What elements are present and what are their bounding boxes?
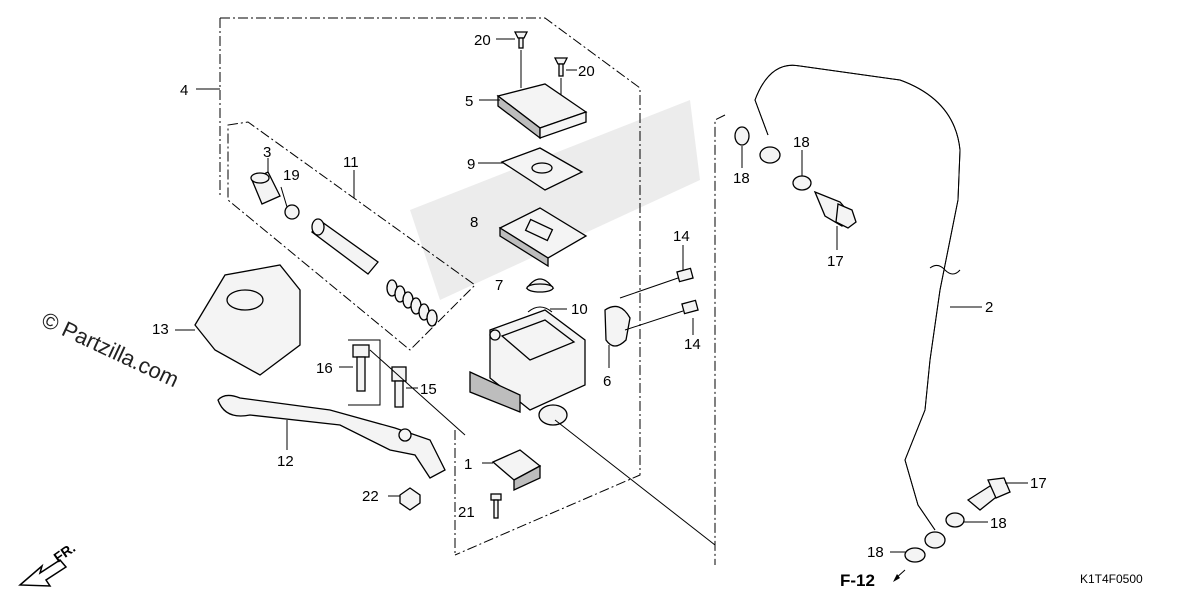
callout-18-c: 18 [990, 515, 1007, 532]
diaphragm [498, 207, 588, 268]
reference-label: F-12 [840, 571, 875, 590]
callout-3: 3 [263, 144, 271, 161]
callout-2: 2 [985, 299, 993, 316]
callout-16: 16 [316, 360, 333, 377]
screw-20-top [513, 31, 529, 49]
stop-switch [491, 449, 542, 492]
pivot-bolt [352, 344, 370, 392]
piston-kit-outline [227, 121, 476, 351]
callout-21: 21 [458, 504, 475, 521]
texture-pattern [410, 100, 700, 300]
pivot-screw [391, 366, 407, 408]
brake-hose [754, 64, 961, 549]
callout-8: 8 [470, 214, 478, 231]
screw-20-right [553, 57, 569, 77]
callout-12: 12 [277, 453, 294, 470]
leader-lines [175, 38, 1028, 553]
callout-18-b: 18 [793, 134, 810, 151]
sealing-washer-1 [734, 126, 750, 146]
retaining-clip [527, 306, 553, 313]
lever-nut [399, 487, 421, 511]
callout-17-a: 17 [827, 253, 844, 270]
diaphragm-plate [500, 147, 584, 191]
master-cylinder [469, 309, 586, 426]
oil-bolt-lower [966, 477, 1011, 511]
callout-1: 1 [464, 456, 472, 473]
piston-spring [386, 279, 438, 327]
reservoir-cap [496, 83, 588, 140]
callout-19: 19 [283, 167, 300, 184]
reference-arrow [893, 569, 906, 582]
front-direction-arrow: FR. [18, 539, 79, 587]
callout-20-b: 20 [578, 63, 595, 80]
holder-bolt-lower [624, 299, 699, 331]
callout-18-a: 18 [733, 170, 750, 187]
direction-label: FR. [51, 539, 79, 565]
assembly-outline [220, 17, 641, 556]
reservoir-float [525, 278, 555, 293]
lever-cover [194, 264, 301, 376]
sealing-washer-4 [904, 547, 926, 563]
callout-15: 15 [420, 381, 437, 398]
watermark: © Partzilla.com [38, 307, 183, 392]
piston [311, 218, 379, 275]
bolt-bracket [348, 339, 381, 406]
holder-bolt-upper [619, 267, 694, 299]
piston-boot [250, 171, 281, 205]
sealing-washer-2 [792, 175, 812, 191]
diagram-code: K1T4F0500 [1080, 572, 1143, 586]
callout-14-a: 14 [673, 228, 690, 245]
callout-7: 7 [495, 277, 503, 294]
sealing-washer-3 [945, 512, 965, 528]
hose-group-outline [714, 114, 726, 565]
callout-20-a: 20 [474, 32, 491, 49]
callout-17-b: 17 [1030, 475, 1047, 492]
callout-4: 4 [180, 82, 188, 99]
callout-14-b: 14 [684, 336, 701, 353]
circlip [284, 204, 300, 220]
callout-11: 11 [343, 154, 359, 171]
callout-6: 6 [603, 373, 611, 390]
switch-screw [490, 493, 502, 519]
callout-5: 5 [465, 93, 473, 110]
oil-bolt-upper [813, 190, 857, 229]
clamp-holder [604, 305, 631, 347]
callout-13: 13 [152, 321, 169, 338]
callout-22: 22 [362, 488, 379, 505]
callout-10: 10 [571, 301, 588, 318]
callout-9: 9 [467, 156, 475, 173]
callout-18-d: 18 [867, 544, 884, 561]
brake-lever [217, 394, 446, 479]
